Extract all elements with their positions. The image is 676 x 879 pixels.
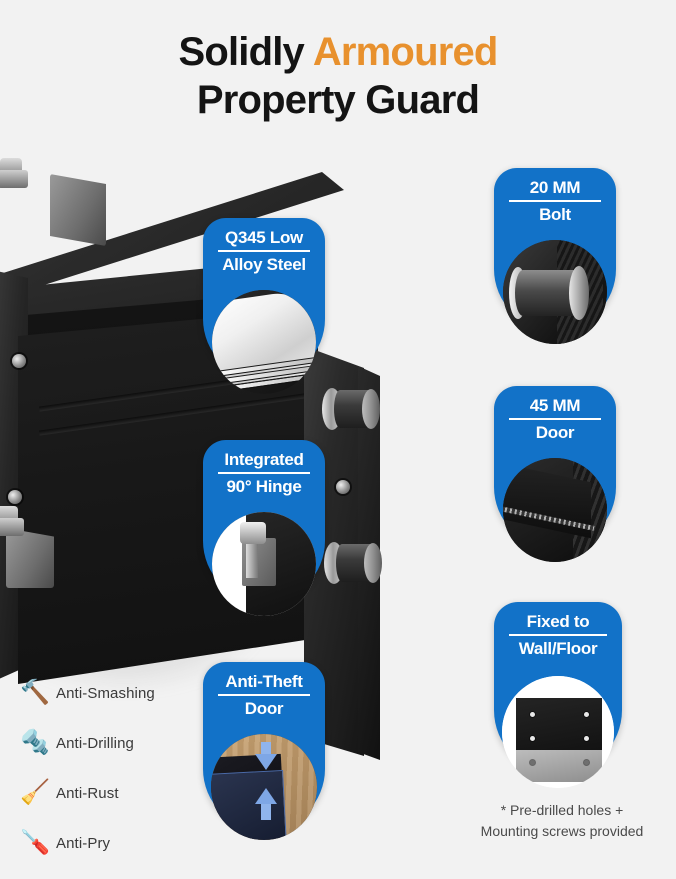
badge-line-2: Door bbox=[535, 423, 575, 442]
badge-line-2: Bolt bbox=[539, 205, 571, 224]
frame-screw-right bbox=[336, 480, 350, 494]
bolt-photo-cap bbox=[569, 266, 589, 320]
title-line1-accent: Armoured bbox=[312, 30, 499, 74]
badge-heading: 45 MM Door bbox=[494, 386, 616, 443]
bolt-cap bbox=[362, 389, 380, 429]
arrow-down-stem bbox=[261, 742, 271, 758]
predrilled-hole-5 bbox=[530, 760, 535, 765]
mounting-box-back bbox=[516, 698, 602, 752]
footnote: * Pre-drilled holes + Mounting screws pr… bbox=[452, 800, 672, 842]
predrilled-hole-3 bbox=[530, 736, 535, 741]
badge-divider bbox=[509, 634, 607, 636]
badge-heading: Fixed to Wall/Floor bbox=[494, 602, 622, 659]
frame-screw-upper bbox=[12, 354, 26, 368]
badge-integrated-90-hinge[interactable]: Integrated 90° Hinge bbox=[203, 440, 325, 616]
drill-icon: 🔩 bbox=[20, 729, 50, 756]
badge-45mm-door[interactable]: 45 MM Door bbox=[494, 386, 616, 562]
title-line2: Property Guard bbox=[196, 78, 480, 122]
hinge-photo bbox=[212, 512, 316, 616]
badge-heading: 20 MM Bolt bbox=[494, 168, 616, 225]
bottom-hinge-plate bbox=[6, 528, 54, 588]
badge-q345-low-alloy-steel[interactable]: Q345 Low Alloy Steel bbox=[203, 218, 325, 394]
badge-body: Anti-Theft Door bbox=[203, 662, 325, 840]
locking-bolt-upper bbox=[322, 388, 384, 430]
page-title: Solidly Armoured Property Guard bbox=[0, 28, 676, 124]
bolt-scene bbox=[503, 240, 607, 344]
badge-body: 45 MM Door bbox=[494, 386, 616, 562]
badge-heading: Integrated 90° Hinge bbox=[203, 440, 325, 497]
badge-20mm-bolt[interactable]: 20 MM Bolt bbox=[494, 168, 616, 344]
predrilled-hole-1 bbox=[530, 712, 535, 717]
hinge-bolt-body bbox=[0, 518, 24, 536]
badge-line-2: Wall/Floor bbox=[518, 639, 598, 658]
feature-item-anti-drilling: 🔩 Anti-Drilling bbox=[14, 718, 214, 768]
anti-theft-scene bbox=[211, 734, 317, 840]
door-scene bbox=[503, 458, 607, 562]
feature-label: Anti-Pry bbox=[56, 834, 111, 852]
predrilled-hole-4 bbox=[584, 736, 589, 741]
badge-line-1: Integrated bbox=[224, 450, 304, 469]
badge-line-2: Door bbox=[244, 699, 284, 718]
arrow-down-head bbox=[255, 754, 277, 770]
badge-heading: Anti-Theft Door bbox=[203, 662, 325, 719]
footnote-line-2: Mounting screws provided bbox=[480, 823, 644, 839]
hinge-photo-pin bbox=[246, 542, 258, 578]
badge-anti-theft-door[interactable]: Anti-Theft Door bbox=[203, 662, 325, 840]
badge-divider bbox=[508, 418, 602, 420]
badge-body: Fixed to Wall/Floor bbox=[494, 602, 622, 788]
top-hinge-plate bbox=[50, 174, 106, 246]
arrow-up-head bbox=[255, 788, 277, 804]
feature-list: 🔨 Anti-Smashing 🔩 Anti-Drilling 🧹 Anti-R… bbox=[14, 668, 214, 868]
badge-line-2: Alloy Steel bbox=[222, 255, 306, 274]
arrow-up-stem bbox=[261, 804, 271, 820]
door-thickness-photo bbox=[503, 458, 607, 562]
paint-roller-icon: 🧹 bbox=[20, 779, 50, 806]
feature-item-anti-rust: 🧹 Anti-Rust bbox=[14, 768, 214, 818]
bolt-cap bbox=[364, 543, 382, 583]
locking-bolt-photo bbox=[503, 240, 607, 344]
feature-label: Anti-Drilling bbox=[56, 734, 134, 752]
screwdriver-icon: 🪛 bbox=[20, 829, 50, 856]
hinge-photo-bolt bbox=[240, 522, 266, 544]
title-line1-plain: Solidly bbox=[178, 30, 313, 74]
feature-label: Anti-Rust bbox=[56, 784, 119, 802]
mounting-box-photo bbox=[502, 676, 614, 788]
bottom-hinge-bolt bbox=[0, 506, 28, 536]
mounting-box-base bbox=[516, 750, 602, 782]
feature-item-anti-smashing: 🔨 Anti-Smashing bbox=[14, 668, 214, 718]
predrilled-hole-2 bbox=[584, 712, 589, 717]
badge-divider bbox=[217, 472, 311, 474]
badge-line-1: Q345 Low bbox=[225, 228, 303, 247]
anti-theft-door-photo bbox=[211, 734, 317, 840]
badge-body: 20 MM Bolt bbox=[494, 168, 616, 344]
hammer-icon: 🔨 bbox=[20, 679, 50, 706]
badge-line-2: 90° Hinge bbox=[226, 477, 302, 496]
feature-item-anti-pry: 🪛 Anti-Pry bbox=[14, 818, 214, 868]
predrilled-hole-6 bbox=[584, 760, 589, 765]
frame-screw-lower bbox=[8, 490, 22, 504]
hinge-bolt-body bbox=[0, 170, 28, 188]
footnote-line-1: * Pre-drilled holes + bbox=[500, 802, 624, 818]
badge-body: Integrated 90° Hinge bbox=[203, 440, 325, 616]
door-inner-panel bbox=[211, 769, 287, 840]
badge-body: Q345 Low Alloy Steel bbox=[203, 218, 325, 394]
badge-divider bbox=[508, 200, 602, 202]
badge-line-1: Fixed to bbox=[526, 612, 590, 631]
steel-scene bbox=[212, 290, 316, 394]
top-hinge-bolt bbox=[0, 158, 32, 188]
badge-divider bbox=[217, 250, 311, 252]
badge-line-1: Anti-Theft bbox=[225, 672, 303, 691]
hinge-scene bbox=[212, 512, 316, 616]
badge-heading: Q345 Low Alloy Steel bbox=[203, 218, 325, 275]
steel-sheets-photo bbox=[212, 290, 316, 394]
badge-line-1: 20 MM bbox=[529, 178, 581, 197]
badge-fixed-to-wall-floor[interactable]: Fixed to Wall/Floor bbox=[494, 602, 622, 788]
mounting-scene bbox=[502, 676, 614, 788]
badge-line-1: 45 MM bbox=[529, 396, 581, 415]
badge-divider bbox=[217, 694, 311, 696]
locking-bolt-lower bbox=[324, 542, 386, 584]
feature-label: Anti-Smashing bbox=[56, 684, 155, 702]
